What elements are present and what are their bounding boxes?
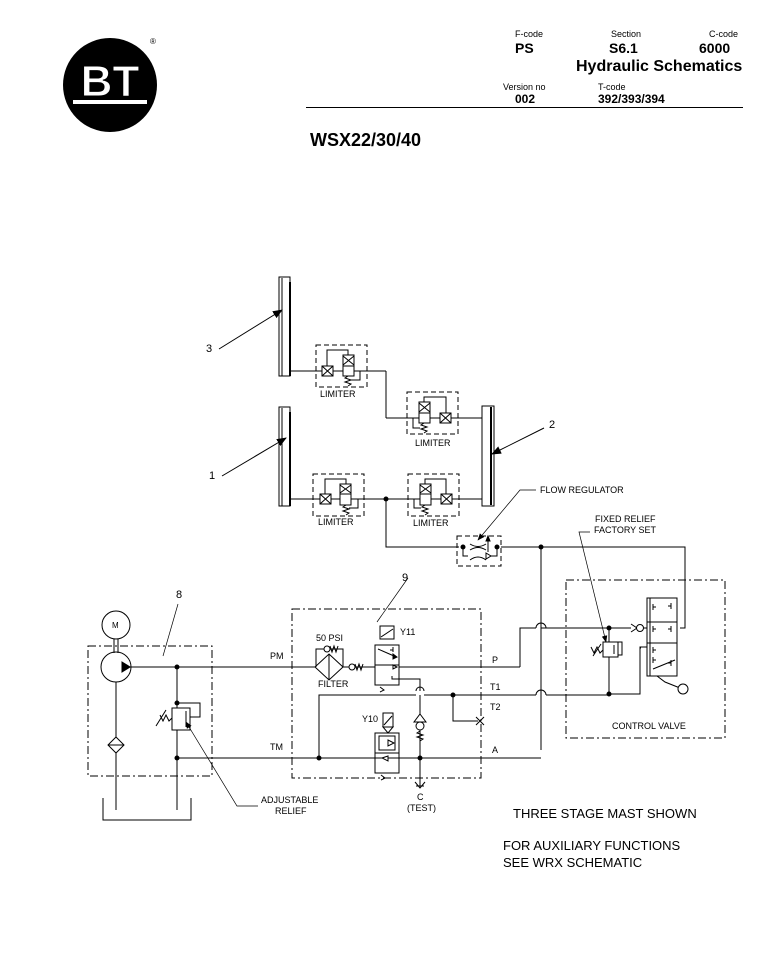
header-rule	[306, 107, 743, 108]
a-port-label: A	[492, 745, 498, 755]
callout-2: 2	[549, 419, 555, 431]
adjustable-relief-label-1: ADJUSTABLE	[261, 795, 318, 805]
doc-title: Hydraulic Schematics	[576, 58, 743, 75]
filter	[314, 644, 344, 681]
line-to-control-valve	[501, 546, 686, 629]
t2-port-label: T2	[490, 702, 501, 712]
c-port-label: C	[417, 792, 424, 802]
test-label: (TEST)	[407, 803, 436, 813]
limiter-label-bottom-right: LIMITER	[413, 518, 449, 528]
flow-regulator	[456, 534, 502, 567]
limiter-label-bottom-left: LIMITER	[318, 517, 354, 527]
adjustable-relief-valve	[155, 702, 201, 731]
callout-9-leader	[376, 577, 409, 623]
section-label: Section	[611, 29, 642, 39]
fcode-label: F-code	[515, 29, 544, 39]
y10-label: Y10	[362, 714, 378, 724]
note-mast: THREE STAGE MAST SHOWN	[513, 806, 697, 821]
filter-label: FILTER	[318, 679, 349, 689]
pm-label: PM	[270, 651, 284, 661]
cylinder-2	[481, 405, 495, 507]
fixed-relief-label-1: FIXED RELIEF	[595, 514, 656, 524]
adjustable-relief-leader	[185, 721, 258, 807]
test-port	[414, 781, 426, 789]
tcode-label: T-code	[598, 82, 626, 92]
control-valve-box	[565, 579, 726, 739]
callout-1-arrow	[221, 437, 287, 477]
registered-mark: ®	[150, 37, 156, 46]
module-8-box	[87, 645, 213, 777]
p-port-label: P	[492, 655, 498, 665]
limiter-top	[290, 344, 387, 418]
fixed-relief-valve	[590, 628, 623, 694]
bt-logo: BT	[63, 38, 157, 132]
tcode-value: 392/393/394	[598, 92, 665, 106]
logo-underline	[73, 100, 147, 104]
cylinder-1	[278, 406, 291, 507]
control-valve-spool	[646, 597, 689, 695]
fixed-relief-label-2: FACTORY SET	[594, 525, 657, 535]
limiter-label-mid: LIMITER	[415, 438, 451, 448]
y11-label: Y11	[400, 627, 415, 637]
model-title: WSX22/30/40	[310, 130, 422, 150]
limiter-mid	[386, 391, 482, 435]
callout-2-arrow	[491, 427, 545, 455]
flow-regulator-label: FLOW REGULATOR	[540, 485, 624, 495]
module-9-box	[291, 608, 482, 779]
logo-text: BT	[81, 57, 140, 106]
psi-label: 50 PSI	[316, 633, 343, 643]
control-valve-label: CONTROL VALVE	[612, 721, 686, 731]
check-valve-c	[413, 713, 427, 742]
callout-9: 9	[402, 572, 408, 584]
callout-3-arrow	[218, 309, 283, 350]
ccode-label: C-code	[709, 29, 739, 39]
callout-8: 8	[176, 589, 182, 601]
bt-logo-mark: BT	[73, 57, 147, 107]
note-aux-1: FOR AUXILIARY FUNCTIONS	[503, 838, 681, 853]
motor-pump	[100, 610, 132, 810]
cylinder-3	[278, 276, 291, 377]
callout-8-leader	[162, 603, 179, 657]
fcode-value: PS	[515, 40, 534, 56]
t2-plug	[475, 716, 485, 726]
ccode-value: 6000	[699, 40, 731, 56]
tank	[102, 798, 192, 821]
callout-1: 1	[209, 470, 215, 482]
motor-label: M	[112, 621, 119, 630]
check-valve-50psi	[348, 662, 364, 672]
fixed-relief-leader	[578, 531, 608, 643]
valve-y10	[374, 712, 400, 781]
t1-port-label: T1	[490, 682, 501, 692]
version-label: Version no	[503, 82, 546, 92]
version-value: 002	[515, 92, 536, 106]
adjustable-relief-label-2: RELIEF	[275, 806, 307, 816]
section-value: S6.1	[609, 40, 638, 56]
limiter-bottom-right	[407, 473, 460, 517]
tm-label: TM	[270, 742, 283, 752]
note-aux-2: SEE WRX SCHEMATIC	[503, 855, 643, 870]
flow-regulator-leader	[477, 489, 536, 541]
callout-3: 3	[206, 343, 212, 355]
limiter-label-top: LIMITER	[320, 389, 356, 399]
valve-y11	[374, 625, 400, 693]
